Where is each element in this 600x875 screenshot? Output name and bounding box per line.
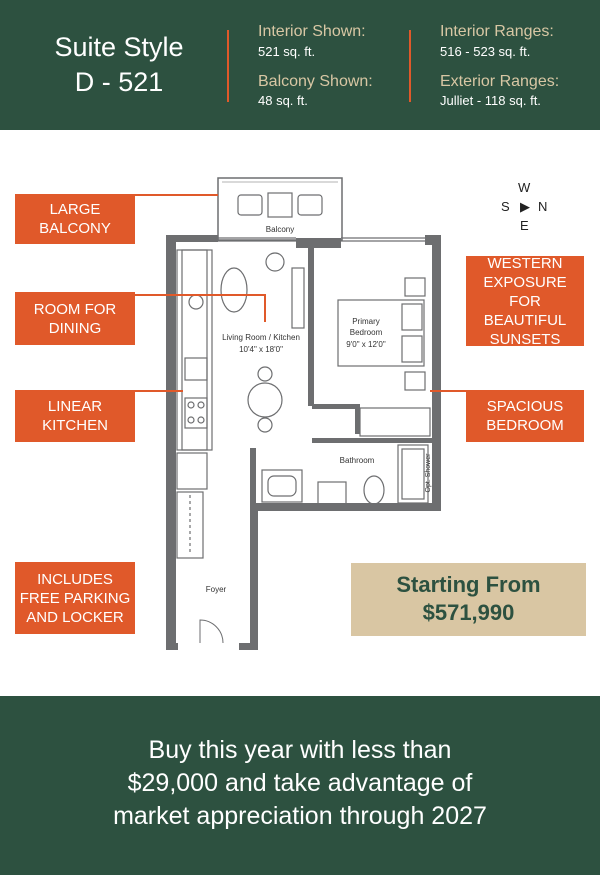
- bedroom-furniture: [337, 277, 431, 437]
- exterior-ranges-label: Exterior Ranges:: [440, 73, 560, 90]
- foyer-label: Foyer: [206, 585, 227, 594]
- callout-linear-kitchen: LINEAR KITCHEN: [15, 390, 135, 442]
- balcony-shown-value: 48 sq. ft.: [258, 93, 308, 108]
- header-divider-right: [409, 30, 411, 102]
- kitchen-counter: [176, 249, 213, 490]
- footer-line3: market appreciation through 2027: [113, 802, 487, 830]
- living-furniture: [188, 252, 305, 433]
- exterior-walls: [166, 235, 441, 650]
- living-kitchen-label: Living Room / Kitchen: [222, 333, 300, 342]
- interior-shown-value: 521 sq. ft.: [258, 44, 316, 59]
- balcony-label: Balcony: [266, 225, 294, 234]
- bathroom-fixtures: [261, 444, 429, 505]
- bedroom-label-line1: Primary: [352, 317, 380, 326]
- bedroom-dims: 9'0" x 12'0": [346, 340, 386, 349]
- exterior-ranges-value: Julliet - 118 sq. ft.: [440, 93, 541, 108]
- price-box: Starting From $571,990: [351, 563, 586, 636]
- compass-south: S: [501, 199, 510, 214]
- footer-banner: Buy this year with less than $29,000 and…: [0, 696, 600, 875]
- foyer-closet: [176, 491, 204, 559]
- callout-western-exposure: WESTERN EXPOSURE FOR BEAUTIFUL SUNSETS: [466, 255, 584, 348]
- windows: [218, 237, 425, 242]
- price-value: $571,990: [422, 600, 515, 625]
- living-kitchen-dims: 10'4" x 18'0": [239, 345, 283, 354]
- balcony-area: Balcony: [217, 177, 343, 241]
- interior-ranges-label: Interior Ranges:: [440, 23, 554, 40]
- footer-message: Buy this year with less than $29,000 and…: [40, 734, 560, 833]
- floor-plan: Balcony: [135, 177, 466, 650]
- bathroom-label: Bathroom: [340, 456, 375, 465]
- suite-title: Suite Style D - 521: [30, 30, 208, 100]
- suite-title-line1: Suite Style: [54, 32, 184, 62]
- interior-shown-label: Interior Shown:: [258, 23, 366, 40]
- header-banner: Suite Style D - 521 Interior Shown: 521 …: [0, 0, 600, 130]
- interior-ranges-value: 516 - 523 sq. ft.: [440, 44, 531, 59]
- compass-west: W: [518, 180, 531, 195]
- compass-north: N: [538, 199, 548, 214]
- callout-room-for-dining: ROOM FOR DINING: [15, 292, 135, 345]
- interior-walls: [250, 244, 432, 508]
- balcony-chair-right: [297, 194, 323, 216]
- balcony-shown-label: Balcony Shown:: [258, 73, 373, 90]
- balcony-chair-left: [237, 194, 263, 216]
- balcony-table: [267, 192, 293, 218]
- price-label: Starting From: [396, 572, 541, 597]
- callout-large-balcony: LARGE BALCONY: [15, 194, 135, 244]
- callout-includes-parking: INCLUDES FREE PARKING AND LOCKER: [15, 562, 135, 634]
- shower-label: Opt. Shower: [425, 453, 432, 493]
- footer-line2: $29,000 and take advantage of: [127, 769, 473, 797]
- footer-line1: Buy this year with less than: [148, 736, 452, 764]
- compass-arrow-icon: ▶: [520, 199, 530, 214]
- callout-spacious-bedroom: SPACIOUS BEDROOM: [466, 390, 584, 442]
- header-divider-left: [227, 30, 229, 102]
- entry-door: [199, 619, 224, 644]
- bedroom-label-line2: Bedroom: [350, 328, 383, 337]
- suite-title-line2: D - 521: [74, 67, 164, 97]
- callout-leaders: [135, 194, 466, 392]
- compass-east: E: [520, 218, 529, 233]
